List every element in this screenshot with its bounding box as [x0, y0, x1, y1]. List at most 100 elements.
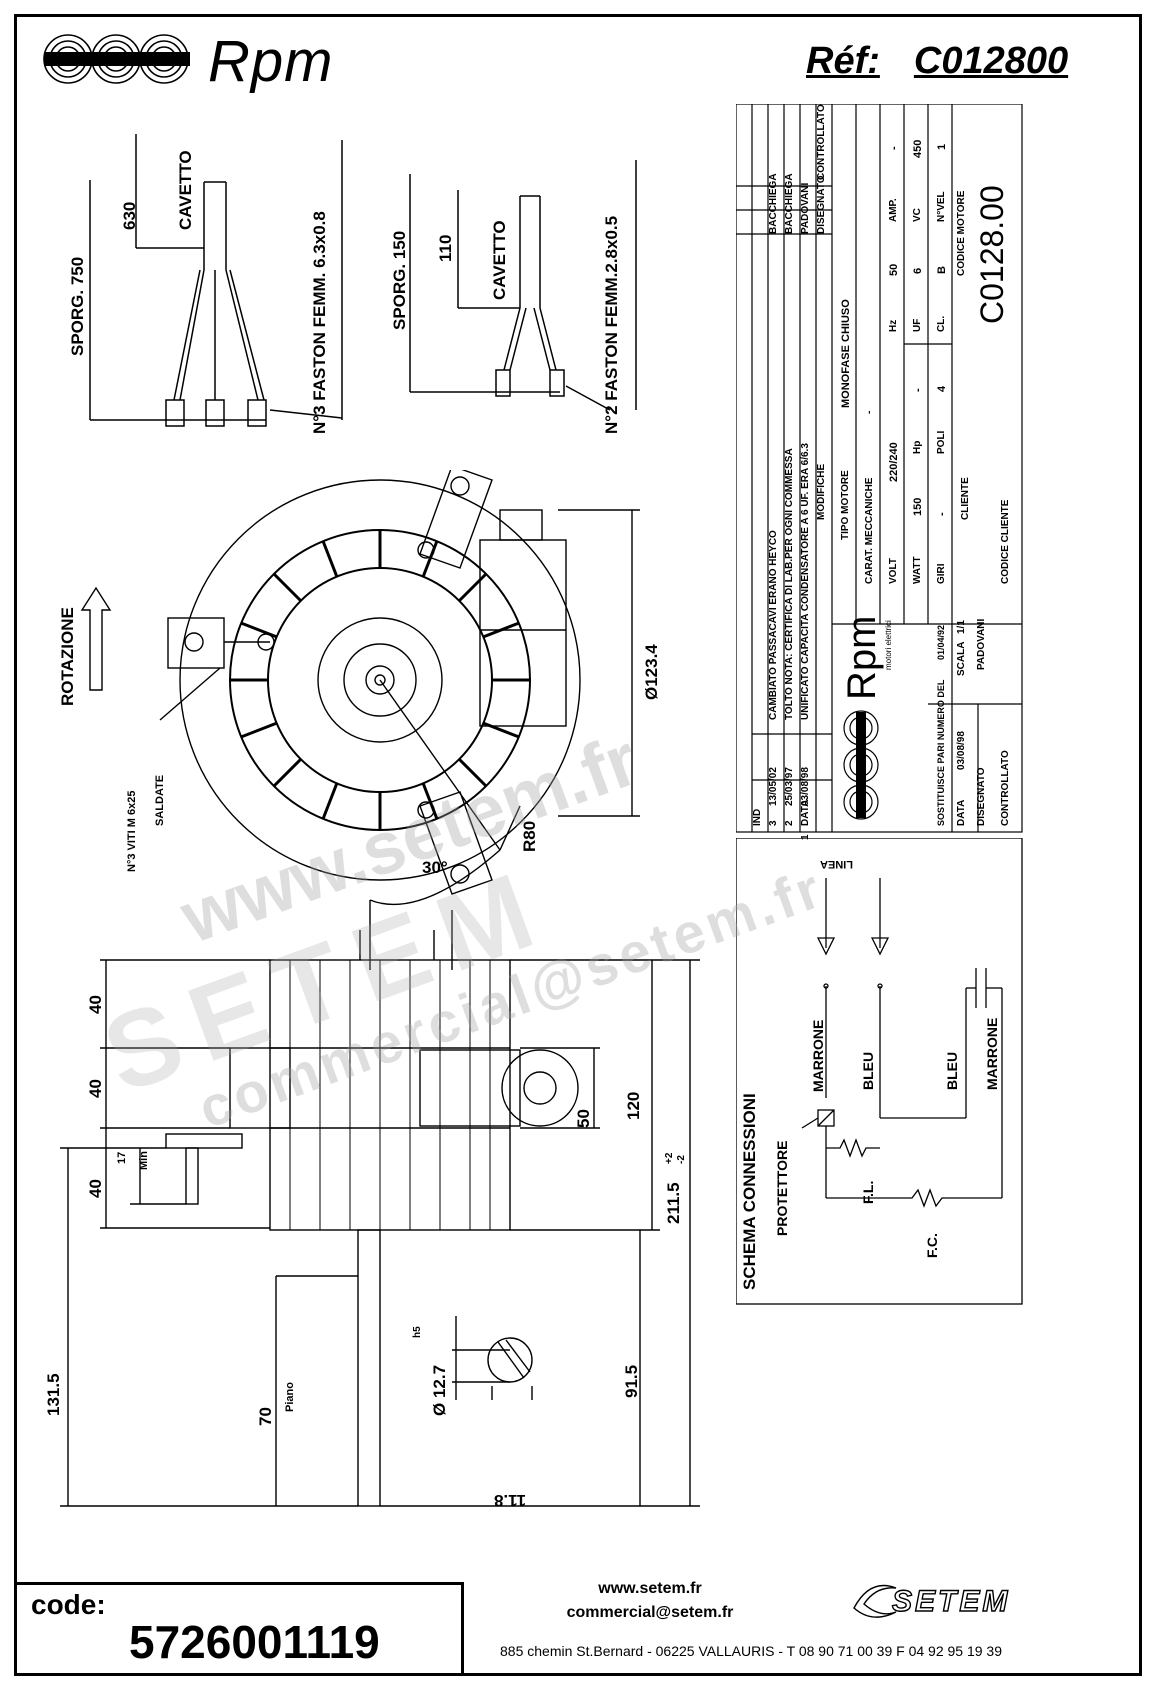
reference: Réf:C012800 — [806, 40, 1068, 83]
rev3-ind: 3 — [768, 820, 779, 826]
rev3-mod: CAMBIATO PASSACAVI ERANO HEYCO — [768, 530, 779, 720]
schema-fc: F.C. — [924, 1233, 940, 1258]
dim-70: 70 — [256, 1407, 275, 1426]
carat-label: CARAT. MECCANICHE — [864, 477, 875, 584]
right-cable-label: CAVETTO — [490, 220, 509, 300]
schema-bleu-2: BLEU — [944, 1051, 960, 1090]
spec-nvel-value: 1 — [936, 143, 948, 150]
spec-amp-label: AMP. — [888, 198, 899, 222]
rpm-coil-logo — [43, 34, 190, 84]
rev1-mod: UNIFICATO CAPACITA CONDENSATORE A 6 UF. … — [800, 443, 811, 720]
carat-value: - — [864, 410, 875, 414]
code-label: code: — [31, 1589, 106, 1620]
ref-label: Réf: — [806, 40, 880, 82]
dim-17: 17 — [116, 1151, 128, 1164]
tipo-motore-value: MONOFASE CHIUSO — [840, 299, 852, 408]
rev2-ind: 2 — [784, 820, 795, 826]
cliente-label: CLIENTE — [960, 477, 971, 520]
spec-poli-label: POLI — [936, 430, 947, 454]
schema-fl: F.L. — [860, 1180, 876, 1204]
spec-giri-value: - — [936, 512, 948, 516]
shaft-tolerance: h5 — [412, 1326, 423, 1338]
rev-header-modifiche: MODIFICHE — [816, 463, 827, 520]
rev1-dis: PADOVANI — [800, 182, 811, 234]
spec-hp-value: - — [912, 388, 924, 392]
spec-hz-label: Hz — [888, 319, 899, 332]
rev2-dis: BACCHIEGA — [784, 173, 795, 234]
rev2-date: 25/03/97 — [784, 767, 795, 806]
left-connector: N°3 FASTON FEMM. 6.3x0.8 — [310, 211, 329, 434]
setem-logo: SETEM — [891, 1584, 1011, 1618]
codice-motore-value: C0128.00 — [974, 185, 1010, 324]
spec-cl-label: CL. — [936, 315, 947, 332]
diameter-label: Ø123.4 — [642, 644, 661, 700]
piano-label: Piano — [284, 1382, 296, 1412]
spec-hp-label: Hp — [912, 440, 923, 454]
rev3-date: 13/05/02 — [768, 767, 779, 806]
tol-plus: +2 — [664, 1152, 675, 1164]
spec-vc-label: VC — [912, 208, 923, 222]
schema-title: SCHEMA CONNESSIONI — [740, 1093, 759, 1290]
motor-side-view — [60, 930, 700, 1507]
spec-watt-label: WATT — [912, 556, 923, 584]
dim-120: 120 — [624, 1091, 643, 1120]
angle-label: 30° — [422, 858, 448, 877]
data-label: DATA — [956, 799, 967, 826]
title-block-frame — [736, 104, 1023, 833]
schema-marrone-1: MARRONE — [810, 1019, 826, 1092]
title-coil-logo — [843, 710, 879, 820]
screws-label: N°3 VITI M 6x25 — [126, 790, 138, 872]
title-brand-sub: motori elettrici — [884, 620, 893, 670]
spec-poli-value: 4 — [936, 385, 948, 392]
spec-watt-value: 150 — [912, 497, 924, 516]
rev-header-ind: IND — [752, 808, 763, 826]
schema-protettore: PROTETTORE — [774, 1140, 790, 1236]
tol-minus: -2 — [676, 1155, 687, 1164]
spec-cl-value: B — [936, 266, 948, 274]
dim-91-5: 91.5 — [622, 1364, 641, 1398]
left-cable-length: 630 — [120, 201, 139, 230]
wiring-right-drawing — [409, 160, 637, 411]
code-box: code: 5726001119 — [14, 1582, 464, 1676]
disegnato-value: PADOVANI — [976, 618, 987, 670]
title-brand: Rpm — [840, 615, 884, 700]
rev-header-controllato: CONTROLLATO — [816, 104, 827, 180]
right-connector: N°2 FASTON FEMM.2.8x0.5 — [602, 215, 621, 434]
spec-nvel-label: N°VEL — [936, 191, 947, 222]
spec-uf-value: 6 — [912, 267, 924, 274]
right-overhang: SPORG. 150 — [390, 230, 409, 330]
sostituisce-label: SOSTITUISCE PARI NUMERO DEL — [936, 679, 946, 826]
scala-label: SCALA — [956, 641, 967, 676]
spec-volt-label: VOLT — [888, 558, 899, 584]
schema-linea: LINEA — [820, 858, 853, 870]
spec-amp-value: - — [888, 146, 900, 150]
welded-label: SALDATE — [154, 774, 166, 826]
motor-front-view — [80, 470, 640, 970]
spec-hz-value: 50 — [888, 263, 900, 276]
spec-uf-label: UF — [912, 318, 923, 332]
spec-giri-label: GIRI — [936, 563, 947, 584]
left-cable-label: CAVETTO — [176, 150, 195, 230]
schema-bleu-1: BLEU — [860, 1051, 876, 1090]
footer-email[interactable]: commercial@setem.fr — [566, 1604, 734, 1621]
data-value: 03/08/98 — [956, 731, 967, 770]
left-overhang: SPORG. 750 — [68, 256, 87, 356]
schema-marrone-2: MARRONE — [984, 1017, 1000, 1090]
dim-40-bottom: 40 — [86, 1179, 105, 1198]
dim-50: 50 — [574, 1109, 593, 1128]
footer-website[interactable]: www.setem.fr — [598, 1580, 702, 1597]
wiring-left-drawing — [89, 134, 343, 427]
rev1-date: 03/08/98 — [800, 767, 811, 806]
rotation-label: ROTAZIONE — [58, 607, 77, 706]
disegnato-label: DISEGNATO — [976, 767, 987, 826]
rpm-logo-text: Rpm — [208, 29, 334, 94]
rev3-dis: BACCHIEGA — [768, 173, 779, 234]
dim-40-mid: 40 — [86, 1079, 105, 1098]
spec-vc-value: 450 — [912, 139, 924, 158]
codice-motore-label: CODICE MOTORE — [956, 190, 967, 276]
shaft-diameter: Ø 12.7 — [430, 1364, 449, 1416]
connection-schema — [736, 838, 1023, 1305]
scala-value: 1/1 — [956, 620, 967, 634]
flat-dim: 11.8 — [494, 1491, 527, 1510]
dim-min: Min — [138, 1151, 150, 1170]
